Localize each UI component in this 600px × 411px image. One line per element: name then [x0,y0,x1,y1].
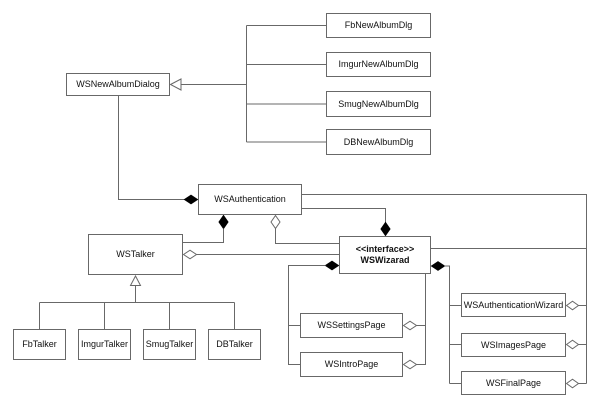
class-name: ImgurNewAlbumDlg [338,59,419,69]
edge-pages-aggregate-wizard-bottom [402,274,426,370]
class-box-wswizarad-interface: <<interface>> WSWizarad [339,236,431,274]
class-name: SmugTalker [145,339,194,349]
edge-wizard-composes-pages-left [288,260,340,365]
edge-newalbumdlg-generalization [169,25,326,143]
class-box-smugnewalbumdlg: SmugNewAlbumDlg [326,91,431,117]
class-name: WSSettingsPage [317,320,386,330]
open-diamond [182,249,198,260]
class-box-wstalker: WSTalker [88,234,183,275]
class-name: WSIntroPage [324,359,379,369]
class-name: WSAuthentication [214,194,286,204]
class-name: WSAuthenticationWizard [463,299,564,310]
class-box-imgurtalker: ImgurTalker [78,329,131,360]
class-box-wsnewalbumdialog: WSNewAlbumDialog [66,73,170,96]
filled-diamond [218,214,229,230]
class-box-smugtalker: SmugTalker [143,329,196,360]
class-box-wsfinalpage: WSFinalPage [461,371,566,395]
class-name: WSFinalPage [485,377,542,388]
class-box-wssettingspage: WSSettingsPage [300,313,403,338]
hollow-triangle [129,274,142,286]
edge-authentication-right-trunk [302,194,587,384]
edge-authentication-composes-newalbumdialog [118,96,199,205]
class-name: DBTalker [216,339,253,349]
class-box-wsauthentication: WSAuthentication [198,184,302,215]
class-name: SmugNewAlbumDlg [338,98,419,109]
class-box-fbtalker: FbTalker [13,329,66,360]
open-diamond [402,359,418,370]
hollow-triangle [169,78,182,91]
class-box-imgurnewalbumdlg: ImgurNewAlbumDlg [326,52,431,77]
class-name: ImgurTalker [80,339,128,349]
class-box-dbtalker: DBTalker [208,329,261,360]
edge-right-pages-open-diamonds [565,300,587,389]
class-name: FbTalker [22,339,57,349]
class-name: WSWizarad [360,255,410,265]
interface-stereotype: <<interface>> [355,244,415,254]
filled-diamond [324,260,340,271]
open-diamond [565,378,580,389]
edge-wizard-composes-right-pages [430,261,461,384]
open-diamond [565,339,580,350]
edge-talker-generalization [39,274,235,329]
class-box-wsauthenticationwizard: WSAuthenticationWizard [461,293,566,317]
open-diamond [565,300,580,311]
class-name: WSImagesPage [480,339,547,350]
edge-authentication-composes-talker [183,214,229,243]
class-name: WSTalker [116,249,155,259]
edge-authentication-aggregates-wizard [270,214,339,244]
class-box-dbnewalbumdlg: DBNewAlbumDlg [326,129,431,155]
open-diamond [270,214,281,230]
class-name: FbNewAlbumDlg [344,20,413,30]
class-name: DBNewAlbumDlg [343,136,414,147]
edge-wizard-diamond-to-authentication [302,208,391,237]
class-box-fbnewalbumdlg: FbNewAlbumDlg [326,13,431,38]
filled-diamond [183,194,199,205]
edge-talker-aggregates-wizard [182,249,339,260]
open-diamond [402,320,418,331]
filled-diamond [380,221,391,237]
class-name: WSNewAlbumDialog [76,79,160,89]
class-box-wsintropage: WSIntroPage [300,352,403,377]
class-box-wsimagespage: WSImagesPage [461,333,566,357]
filled-diamond [430,261,446,271]
